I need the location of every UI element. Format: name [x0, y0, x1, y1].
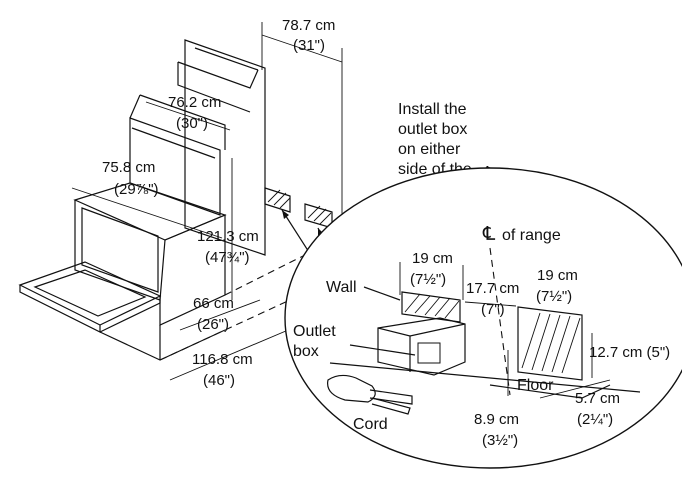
range-backguard [129, 117, 221, 216]
dim-wall-offset-imperial: (2¼") [577, 411, 613, 428]
dim-offset-imperial: (7") [481, 301, 505, 318]
dim-overall-height-imperial: (47¾") [205, 249, 250, 266]
dim-wall-offset-metric: 5.7 cm [575, 390, 620, 407]
outlet-label-line-2: box [293, 343, 319, 360]
dimension-lines [71, 22, 343, 381]
detail-centerline-label: of range [502, 227, 561, 244]
dim-open-depth-imperial: (46") [203, 372, 235, 389]
dim-outlet-width-right-imperial: (7½") [536, 288, 572, 305]
outlet-location-left [264, 187, 291, 213]
floor-outlet-area [517, 306, 583, 381]
detail-ellipse [284, 167, 682, 469]
oven-door [18, 261, 162, 326]
range-front [74, 200, 166, 301]
instruction-line-2: outlet box [398, 121, 467, 138]
dim-outlet-width-left-imperial: (7½") [410, 271, 446, 288]
dim-open-depth-metric: 116.8 cm [192, 351, 253, 368]
dim-depth-metric: 78.7 cm [282, 17, 335, 34]
cord-plug [327, 374, 376, 403]
instruction-line-3: on either [398, 141, 461, 158]
outlet-box [377, 317, 466, 376]
floor-label: Floor [517, 377, 554, 394]
dim-floor-to-outlet-imperial: (3½") [482, 432, 518, 449]
dim-floor-to-outlet-metric: 8.9 cm [474, 411, 519, 428]
dim-overall-height-metric: 121.3 cm [197, 228, 259, 245]
dim-width-imperial: (26") [197, 316, 229, 333]
outlet-label-line-1: Outlet [293, 323, 336, 340]
detail-view: ℄ of range [284, 167, 682, 469]
detail-centerline-symbol: ℄ [482, 224, 496, 245]
dim-cooktop-height-imperial: (30") [176, 115, 208, 132]
dim-offset-metric: 17.7 cm [466, 280, 519, 297]
dim-cooktop-height-metric: 76.2 cm [168, 94, 221, 111]
instruction-line-1: Install the [398, 101, 467, 118]
dim-counter-height-imperial: (29⅞") [114, 181, 159, 198]
wall-label: Wall [326, 279, 357, 296]
back-wall-panel [184, 39, 266, 256]
dim-counter-height-metric: 75.8 cm [102, 159, 155, 176]
cord-label: Cord [353, 416, 388, 433]
dim-depth-imperial: (31") [293, 37, 325, 54]
dim-width-metric: 66 cm [193, 295, 234, 312]
dim-outlet-width-left-metric: 19 cm [412, 250, 453, 267]
dim-outlet-height: 12.7 cm (5") [589, 344, 670, 361]
dim-outlet-width-right-metric: 19 cm [537, 267, 578, 284]
oven-window [81, 207, 159, 293]
